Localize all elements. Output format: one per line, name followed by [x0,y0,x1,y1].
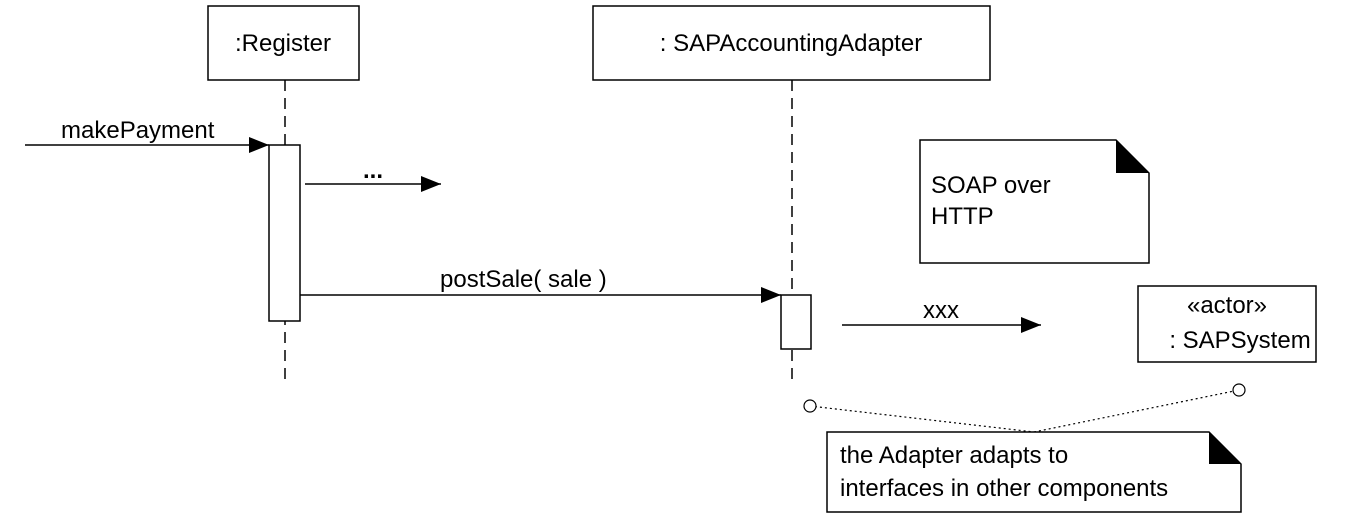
soap-note-outline [919,139,1150,264]
adapter-lifeline: : SAPAccountingAdapter [592,5,991,385]
adapter-note-anchor-right [1033,389,1240,433]
make-payment-label: makePayment [61,117,215,144]
adapter-note-corner [1209,432,1241,464]
sap-system-lifeline: «actor» : SAPSystem [1137,285,1317,363]
adapter-note-anchor-right-circle [1232,383,1246,397]
post-sale-message: postSale( sale ) [300,266,781,303]
adapter-note-outline [826,431,1242,513]
register-label: :Register [235,30,331,57]
sap-system-stereotype: «actor» [1187,292,1267,319]
adapter-box[interactable] [592,5,991,81]
register-box[interactable] [207,5,360,81]
ellipsis-label: ... [363,157,383,184]
register-activation-bar [268,144,301,322]
xxx-label: xxx [923,297,959,324]
adapter-note: the Adapter adapts to interfaces in othe… [803,383,1246,513]
post-sale-label: postSale( sale ) [440,266,607,293]
sap-system-box[interactable] [1137,285,1317,363]
soap-note-corner [1116,140,1149,173]
adapter-note-line-2: interfaces in other components [840,475,1168,502]
sap-system-label: : SAPSystem [1169,327,1310,354]
soap-note-line-2: HTTP [931,203,994,230]
adapter-note-line-1: the Adapter adapts to [840,442,1068,469]
adapter-activation-bar [780,294,812,350]
xxx-message: xxx [842,297,1041,333]
adapter-note-anchor-left [809,405,1035,433]
ellipsis-message: ... [305,157,441,192]
register-lifeline: :Register [207,5,360,385]
soap-note-line-1: SOAP over [931,172,1051,199]
adapter-note-anchor-left-circle [803,399,817,413]
soap-note: SOAP over HTTP [919,139,1150,264]
adapter-label: : SAPAccountingAdapter [660,30,922,57]
make-payment-message: makePayment [25,117,269,153]
